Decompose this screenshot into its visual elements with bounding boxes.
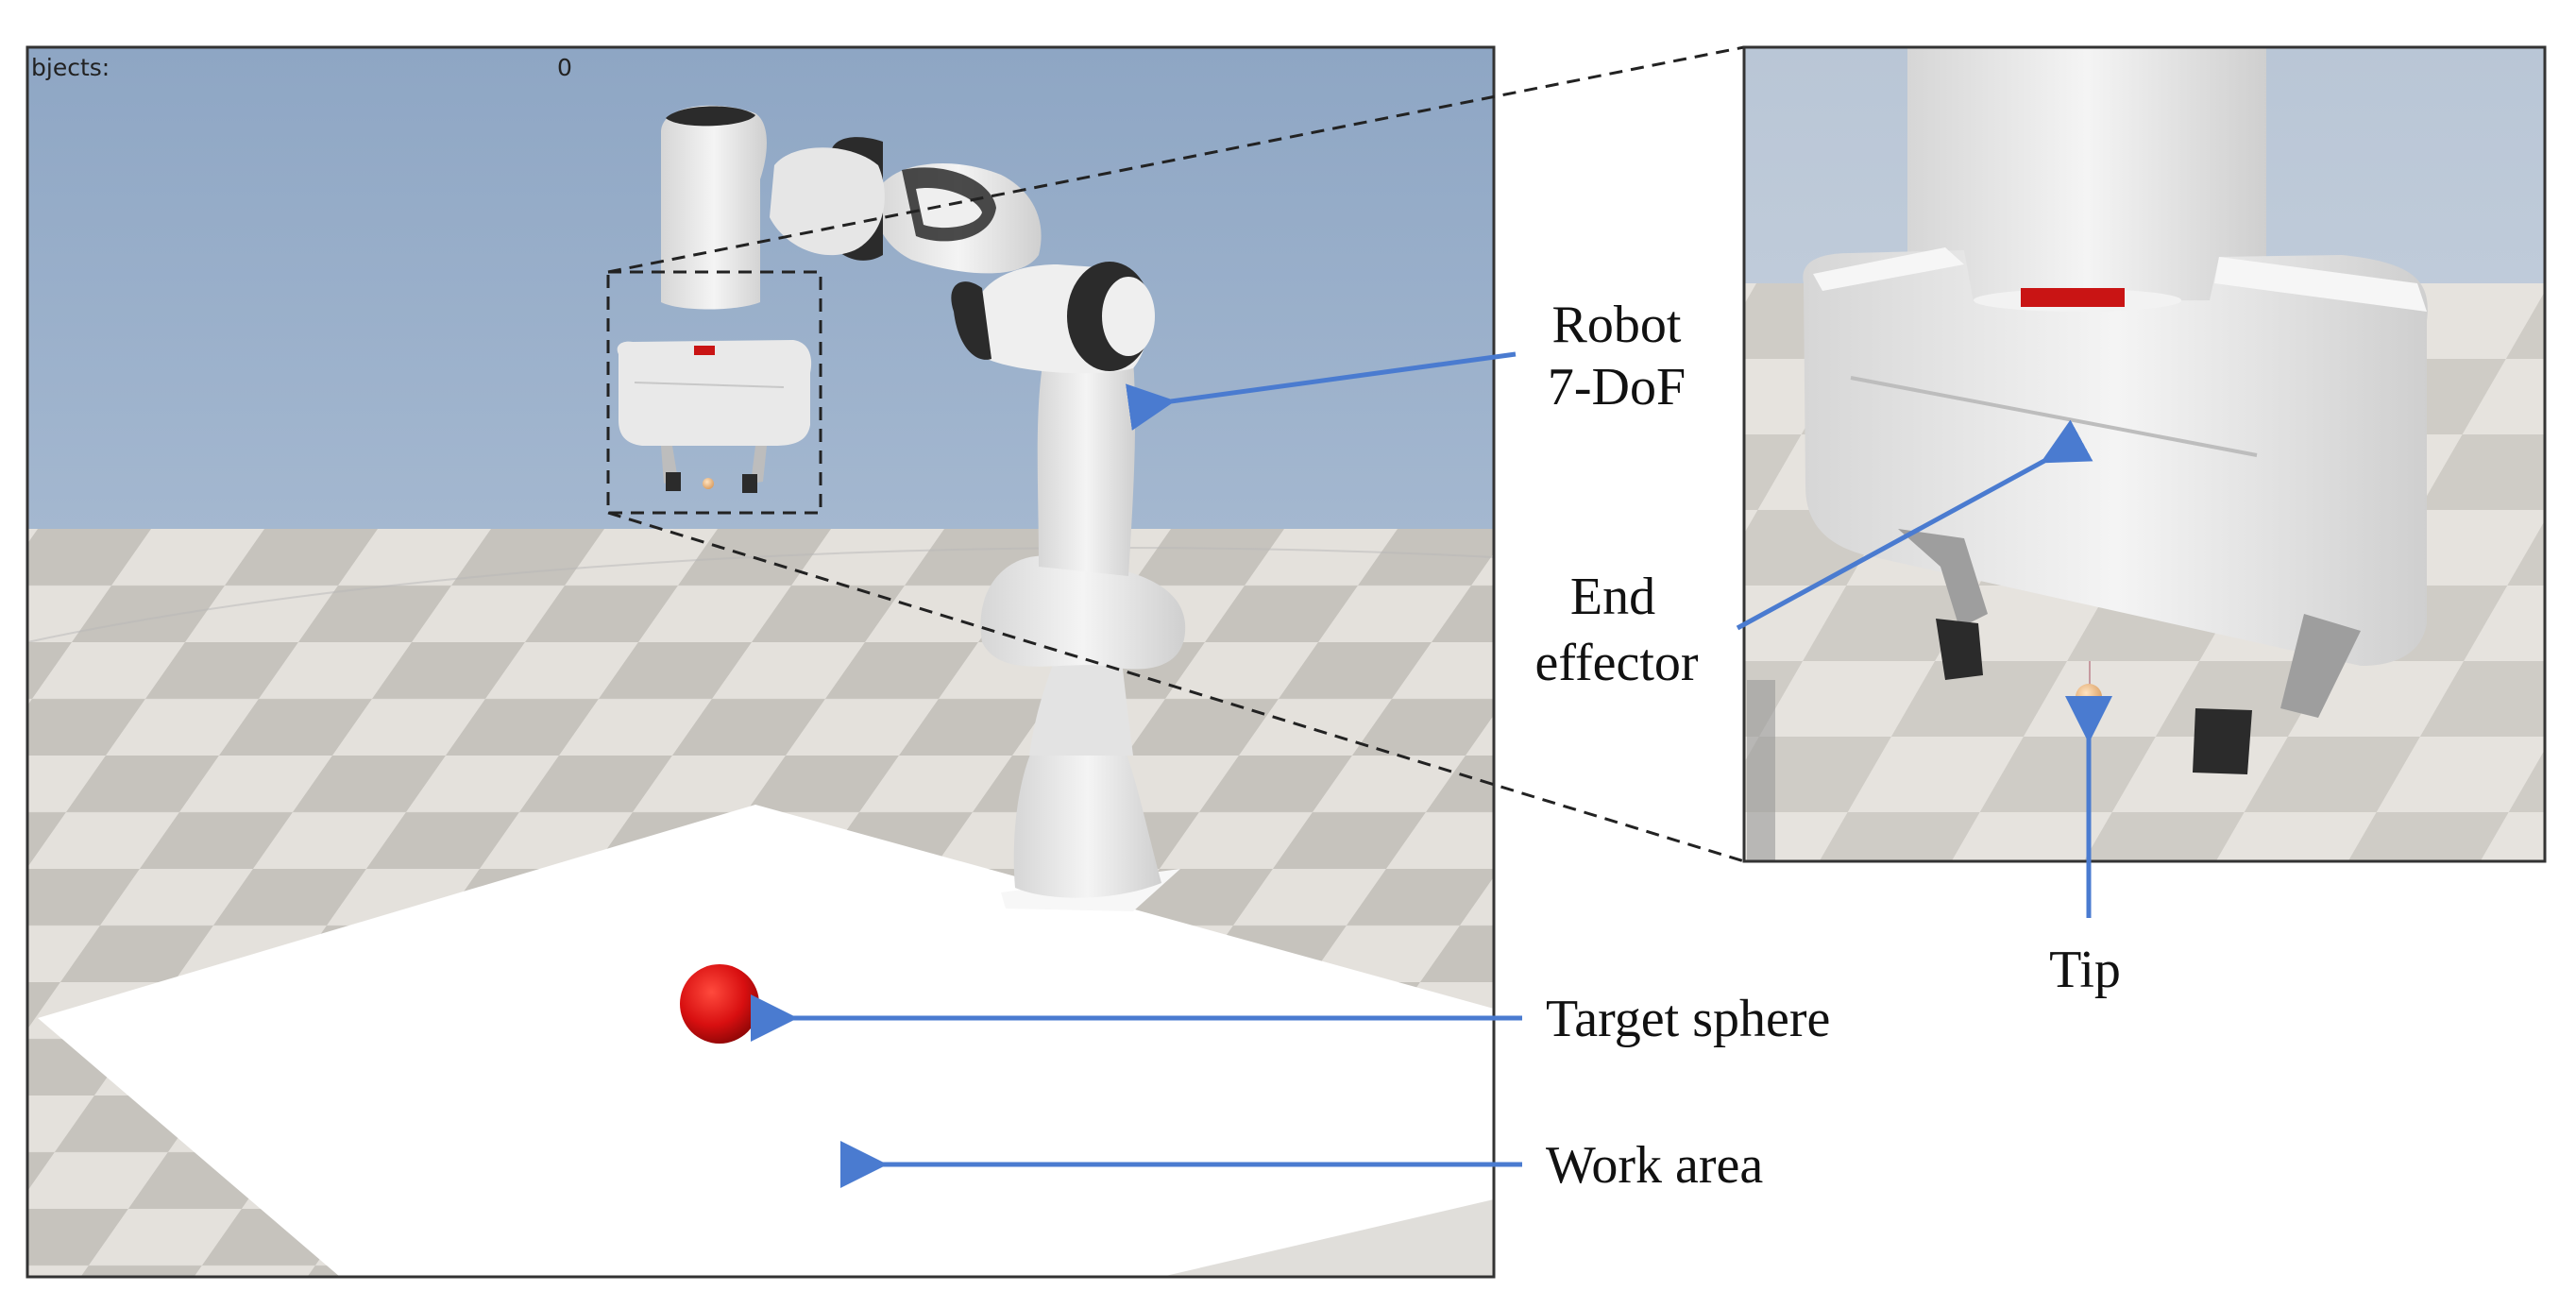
zoom-guide-top bbox=[607, 45, 1745, 274]
simulation-view: bjects: 0 bbox=[27, 47, 1494, 1277]
work-area-label: Work area bbox=[1546, 1136, 1763, 1195]
tip-label: Tip bbox=[2049, 941, 2121, 999]
annotation-arrows bbox=[751, 351, 2112, 1188]
tip-point bbox=[2076, 684, 2102, 710]
zoom-guide-bottom bbox=[607, 511, 1745, 863]
robot-arrow bbox=[1126, 351, 1517, 431]
target-sphere bbox=[680, 964, 759, 1044]
end-effector-arrow bbox=[1736, 419, 2093, 631]
end-effector-highlight-box bbox=[606, 270, 822, 515]
robot-label-line2: 7-DoF bbox=[1548, 358, 1686, 416]
target-sphere-label: Target sphere bbox=[1546, 990, 1830, 1048]
object-count-label: bjects: bbox=[31, 54, 110, 81]
zoom-inset-view bbox=[1744, 47, 2545, 861]
object-count-value: 0 bbox=[557, 54, 572, 81]
end-effector-label-line2: effector bbox=[1534, 634, 1698, 692]
robot-arm bbox=[617, 105, 1186, 911]
end-effector-label-line1: End bbox=[1570, 568, 1655, 626]
robot-label-line1: Robot bbox=[1552, 296, 1682, 354]
